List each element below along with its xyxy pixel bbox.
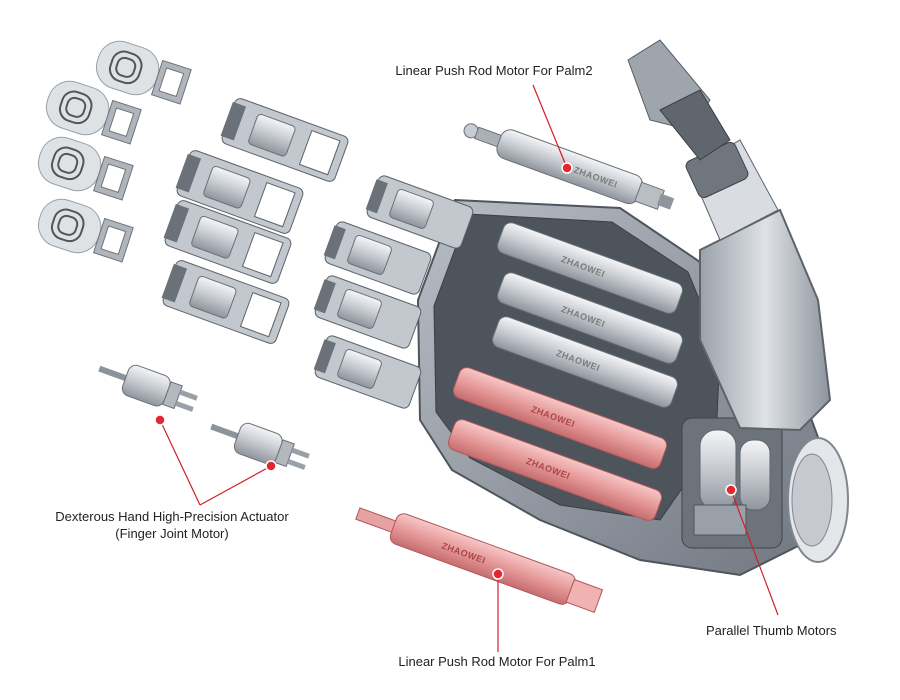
joint-proximal-2 [323,221,432,295]
callout-dot-thumb [725,484,737,496]
actuator-small-1 [98,364,198,412]
joint-middle-3 [163,200,292,284]
palm-motors: ZHAOWEI ZHAOWEI ZHAOWEI ZHAOWEI ZHAOWEI [447,222,683,521]
palm-motor-metal-2: ZHAOWEI [497,272,683,364]
fingertip-4 [37,198,134,263]
fingertip-1 [95,40,192,105]
label-actuator-line2: (Finger Joint Motor) [115,526,229,541]
joint-middle-4 [161,260,290,344]
callouts [154,84,779,652]
palm1-linear-motor: ZHAOWEI [355,507,604,614]
fingertip-3 [37,136,134,201]
callout-line-thumb [730,489,779,616]
palm-motor-red-1: ZHAOWEI [452,367,668,469]
callout-line-palm2 [532,84,568,169]
callout-line-actuator-1 [159,419,201,506]
thumb-motor-2 [739,439,771,511]
fingertip-2 [45,80,142,145]
actuator-small-2 [210,422,310,470]
callout-dot-actuator-2 [265,460,277,472]
joint-proximal-1 [365,175,474,249]
finger-joints-proximal [313,175,474,409]
label-palm1-motor: Linear Push Rod Motor For Palm1 [398,654,596,669]
palm-motor-metal-1: ZHAOWEI [497,222,683,314]
thumb-assembly [627,39,832,536]
label-actuator-line1: Dexterous Hand High-Precision Actuator [55,509,289,524]
label-finger-joint-actuator: Dexterous Hand High-Precision Actuator (… [40,508,304,542]
finger-joints-middle [161,98,349,344]
joint-proximal-4 [313,335,422,409]
palm-motor-metal-3: ZHAOWEI [492,316,678,408]
thumb-motor-1 [699,429,737,511]
joint-middle-2 [175,150,304,234]
finger-joint-actuators [98,364,310,470]
callout-line-actuator-2 [199,465,272,506]
label-thumb-motors: Parallel Thumb Motors [706,623,837,638]
fingertips [37,40,192,263]
joint-proximal-3 [313,275,422,349]
callout-dot-actuator-1 [154,414,166,426]
joint-middle-1 [220,98,349,182]
callout-dot-palm1 [492,568,504,580]
callout-dot-palm2 [561,162,573,174]
label-palm2-motor: Linear Push Rod Motor For Palm2 [395,63,593,78]
palm-motor-red-2: ZHAOWEI [447,419,663,521]
